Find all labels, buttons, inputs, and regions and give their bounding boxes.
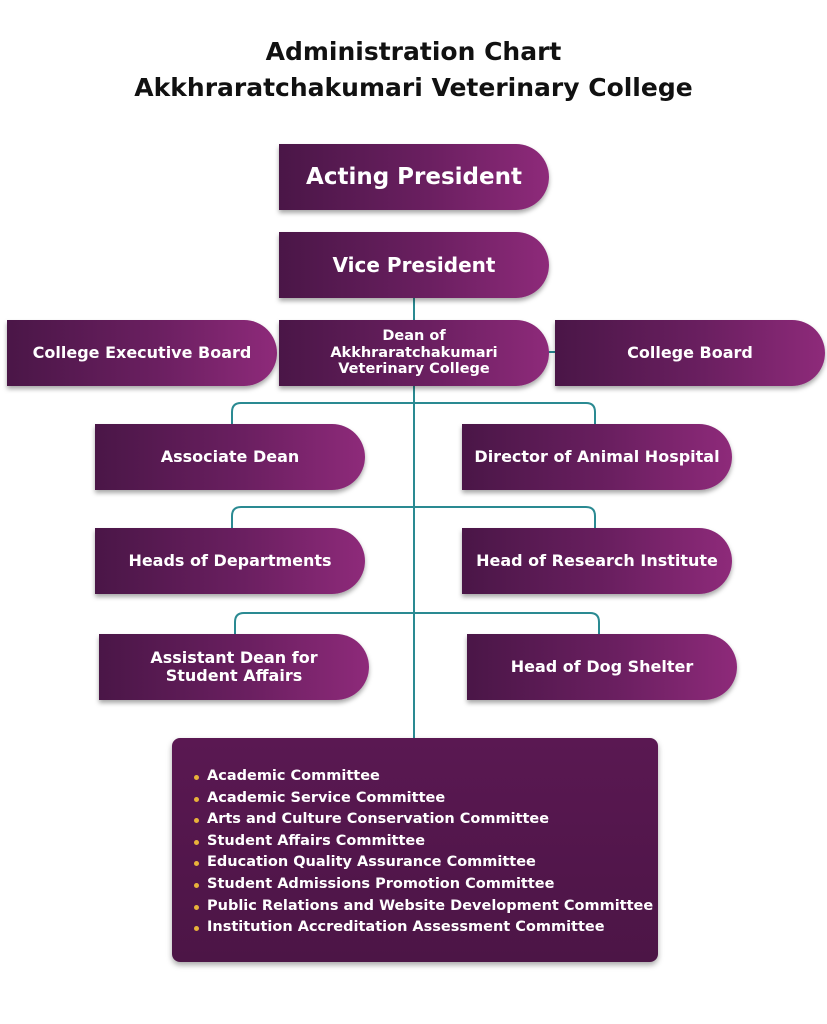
dean-label-line3: Veterinary College: [338, 361, 490, 378]
head-dog-shelter-label: Head of Dog Shelter: [510, 656, 694, 676]
committee-item: Public Relations and Website Development…: [194, 896, 653, 918]
assistant-dean-label-line2: Student Affairs: [165, 666, 303, 685]
college-executive-board-box: College Executive Board: [7, 320, 277, 386]
branch-level-2: [231, 506, 596, 528]
committees-box: Academic Committee Academic Service Comm…: [172, 738, 658, 962]
college-board-label: College Board: [627, 342, 753, 362]
college-executive-board-label: College Executive Board: [32, 342, 252, 362]
committee-item: Student Admissions Promotion Committee: [194, 874, 648, 896]
dean-box: Dean of Akkhraratchakumari Veterinary Co…: [279, 320, 549, 386]
assistant-dean-box: Assistant Dean for Student Affairs: [99, 634, 369, 700]
acting-president-box: Acting President: [279, 144, 549, 210]
director-animal-hospital-box: Director of Animal Hospital: [462, 424, 732, 490]
committee-item: Student Affairs Committee: [194, 831, 648, 853]
associate-dean-box: Associate Dean: [95, 424, 365, 490]
committee-item: Institution Accreditation Assessment Com…: [194, 917, 648, 939]
bullet-icon: [194, 775, 199, 780]
chart-title-line2: Akkhraratchakumari Veterinary College: [134, 73, 693, 102]
college-board-box: College Board: [555, 320, 825, 386]
committee-item: Academic Service Committee: [194, 788, 648, 810]
acting-president-label: Acting President: [306, 163, 522, 190]
vice-president-label: Vice President: [332, 252, 496, 277]
bullet-icon: [194, 818, 199, 824]
committee-item: Education Quality Assurance Committee: [194, 852, 648, 874]
dean-label-line2: Akkhraratchakumari: [330, 344, 498, 361]
director-animal-hospital-label: Director of Animal Hospital: [474, 446, 720, 466]
bullet-icon: [194, 904, 199, 910]
head-dog-shelter-box: Head of Dog Shelter: [467, 634, 737, 700]
branch-level-3: [234, 612, 600, 634]
chart-title-line1: Administration Chart: [265, 37, 562, 66]
vice-president-box: Vice President: [279, 232, 549, 298]
committee-item: Academic Committee: [194, 766, 648, 788]
bullet-icon: [194, 882, 199, 888]
committee-item: Arts and Culture Conservation Committee: [194, 809, 648, 831]
assistant-dean-label-line1: Assistant Dean for: [150, 647, 318, 667]
heads-of-departments-label: Heads of Departments: [128, 550, 332, 570]
heads-of-departments-box: Heads of Departments: [95, 528, 365, 594]
bullet-icon: [194, 861, 199, 867]
branch-level-1: [231, 402, 596, 424]
dean-label-line1: Dean of: [382, 327, 446, 344]
head-research-institute-box: Head of Research Institute: [462, 528, 732, 594]
head-research-institute-label: Head of Research Institute: [476, 550, 718, 570]
bullet-icon: [194, 796, 199, 802]
bullet-icon: [194, 926, 199, 932]
bullet-icon: [194, 839, 199, 845]
committee-list: Academic Committee Academic Service Comm…: [194, 766, 653, 939]
associate-dean-label: Associate Dean: [160, 446, 300, 466]
